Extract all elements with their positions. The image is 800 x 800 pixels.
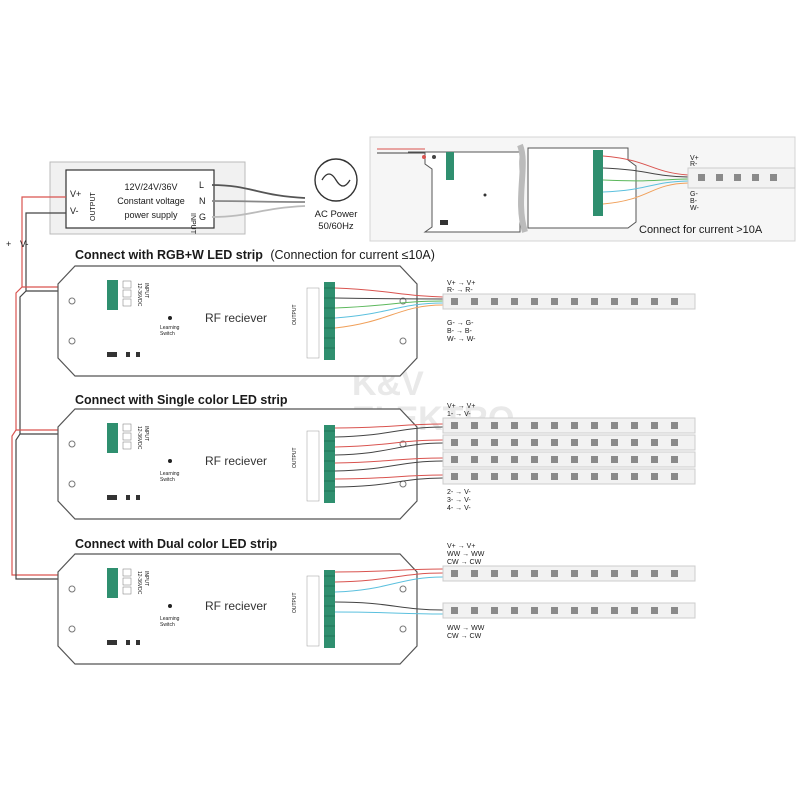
dual-top-pin-0: V+ → V+ [447, 543, 475, 550]
rf-receiver-3-learning-2: Switch [160, 622, 175, 628]
rgbw-top-pin-0: V+ → V+ [447, 280, 475, 287]
inset-caption: Connect for current >10A [639, 224, 763, 236]
section-title-dual: Connect with Dual color LED strip [75, 537, 277, 551]
inset-pin-bottom-0: G- [690, 191, 698, 198]
single-top-pin-0: V+ → V+ [447, 403, 475, 410]
section-title-single: Connect with Single color LED strip [75, 393, 288, 407]
psu-g: G [199, 212, 206, 222]
led-strip-single-1 [442, 417, 696, 434]
ac-power-line1: AC Power [315, 209, 358, 220]
rf-receiver-2-output: OUTPUT [292, 447, 298, 468]
led-strip-dual-2 [442, 602, 696, 619]
rf-receiver-3-voltage: 12-36VDC [136, 571, 142, 595]
rf-receiver-1-name: RF reciever [205, 311, 267, 325]
rf-receiver-1-learning-1: Learning [160, 325, 180, 331]
rf-receiver-1-voltage: 12-36VDC [136, 283, 142, 307]
ac-wires [211, 184, 306, 218]
rgbw-bottom-pin-1: B- → B- [447, 328, 473, 335]
inset-pin-top-1: R- [690, 161, 698, 168]
sine-wave-icon [321, 173, 351, 187]
psu-l: L [199, 180, 204, 190]
rf-receiver-3-name: RF reciever [205, 599, 267, 613]
dual-bottom-pin-1: CW → CW [447, 633, 482, 640]
psu-vminus: V- [70, 206, 79, 216]
inset-pin-top-0: V+ [690, 155, 699, 162]
single-bottom-pin-1: 3- → V- [447, 497, 471, 504]
rgbw-bottom-pin-2: W- → W- [447, 336, 476, 343]
psu-input-label: INPUT [189, 213, 196, 235]
rf-receiver-3-learning-1: Learning [160, 616, 180, 622]
rf-receiver-3-output: OUTPUT [292, 592, 298, 613]
power-supply-box [65, 169, 215, 229]
led-strip-single-2 [442, 434, 696, 451]
ac-power-line2: 50/60Hz [318, 221, 354, 232]
rf-receiver-2-input: INPUT [143, 426, 149, 441]
inset-input-terminal [446, 152, 454, 180]
psu-voltage: 12V/24V/36V [124, 182, 177, 192]
section-single: RF reciever Learning Switch INPUT 12-36V… [57, 403, 696, 520]
led-strip-rgbw [442, 293, 696, 310]
rgbw-top-pin-1: R- → R- [447, 287, 473, 294]
section-dual: RF reciever Learning Switch INPUT 12-36V… [57, 543, 696, 665]
inset-output-terminal [593, 150, 603, 216]
psu-line1: Constant voltage [117, 196, 185, 206]
rf-receiver-2-name: RF reciever [205, 454, 267, 468]
power-supply: V+ V- OUTPUT 12V/24V/36V Constant voltag… [49, 161, 246, 235]
dual-top-pin-2: CW → CW [447, 559, 482, 566]
single-top-pin-1: 1- → V- [447, 411, 471, 418]
inset-led-strip [687, 167, 796, 189]
rf-receiver-2-learning-1: Learning [160, 471, 180, 477]
rf-receiver-3-input: INPUT [143, 571, 149, 586]
psu-n: N [199, 196, 206, 206]
single-bottom-pin-0: 2- → V- [447, 489, 471, 496]
led-strip-dual-1 [442, 565, 696, 582]
rf-receiver-2-voltage: 12-36VDC [136, 426, 142, 450]
single-bottom-pin-2: 4- → V- [447, 505, 471, 512]
bus-minus-label: V- [20, 239, 29, 249]
rgbw-bottom-pin-0: G- → G- [447, 320, 474, 327]
bus-wires: + V- [6, 196, 75, 580]
section-title-rgbw: Connect with RGB+W LED strip (Connection… [75, 248, 435, 262]
psu-vplus: V+ [70, 189, 81, 199]
section-rgbw: RF reciever Learning Switch INPUT 12-36V… [57, 265, 696, 377]
led-strip-single-3 [442, 451, 696, 468]
ac-power: AC Power 50/60Hz [314, 158, 358, 232]
rf-receiver-1-output: OUTPUT [292, 304, 298, 325]
led-strip-single-4 [442, 468, 696, 485]
dual-top-pin-1: WW → WW [447, 551, 485, 558]
psu-output-label: OUTPUT [90, 192, 97, 222]
psu-line2: power supply [124, 210, 178, 220]
bus-plus-label: + [6, 239, 11, 249]
rf-receiver-1-input: INPUT [143, 283, 149, 298]
rf-receiver-2-learning-2: Switch [160, 477, 175, 483]
section-title-rgbw-note: (Connection for current ≤10A) [270, 248, 435, 262]
inset-pin-bottom-2: W- [690, 205, 699, 212]
inset-pin-bottom-1: B- [690, 198, 698, 205]
rf-receiver-1-learning-2: Switch [160, 331, 175, 337]
inset-high-current: V+ R- G- B- W- Connect for current >10A [369, 136, 796, 242]
section-title-rgbw-main: Connect with RGB+W LED strip [75, 248, 263, 262]
dual-bottom-pin-0: WW → WW [447, 625, 485, 632]
